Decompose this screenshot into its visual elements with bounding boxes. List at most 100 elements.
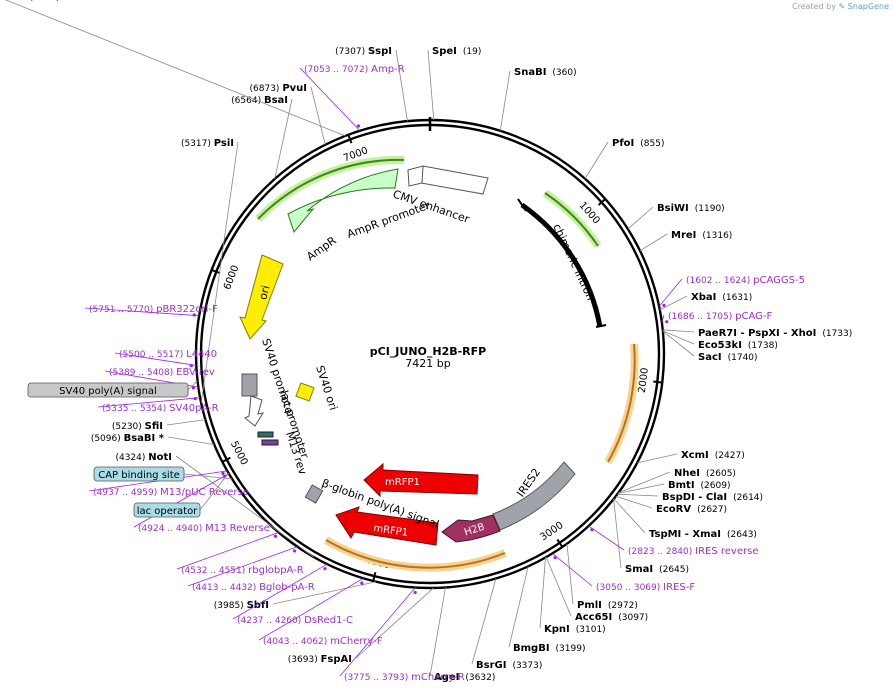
enzyme-leader (613, 498, 646, 534)
enzyme-site-label[interactable]: (5096) BsaBI * (91, 433, 165, 444)
primer-range: (5751 .. 5770) (89, 305, 156, 315)
enzyme-site-label[interactable]: PmlI(2972) (577, 600, 638, 611)
primer-label[interactable]: (4043 .. 4062) mCherry-F (263, 636, 383, 647)
enzyme-site-label[interactable]: SnaBI(360) (514, 67, 577, 78)
enzyme-site-label[interactable]: TspMI - XmaI(2643) (649, 529, 757, 540)
enzyme-name: BsiWI (657, 203, 689, 214)
snapgene-logo-icon: ✎ (838, 2, 846, 11)
enzyme-leader (274, 98, 293, 180)
enzyme-name: BsaI (264, 95, 288, 106)
enzyme-site-label[interactable]: (6564) BsaI (231, 95, 288, 106)
enzyme-site-label[interactable]: KpnI(3101) (544, 624, 606, 635)
enzyme-position: (360) (552, 68, 576, 78)
enzyme-position: (2605) (706, 469, 736, 479)
boxed-feature-label[interactable]: SV40 poly(A) signal (59, 386, 157, 397)
plasmid-name: pCI_JUNO_H2B-RFP (370, 345, 486, 358)
enzyme-site-label[interactable]: EcoRV(2627) (656, 504, 727, 515)
enzyme-leader (627, 206, 654, 230)
enzyme-site-label[interactable]: (4324) NotI (115, 452, 172, 463)
enzyme-site-label[interactable]: BmtI(2609) (668, 480, 730, 491)
enzyme-site-label[interactable]: PfoI(855) (612, 138, 664, 149)
created-by-text: Created by (791, 2, 836, 11)
primer-site-mark (192, 313, 196, 317)
enzyme-site-label[interactable]: (3985) SbfI (214, 600, 269, 611)
tick-mark (556, 538, 564, 548)
enzyme-leader (618, 471, 671, 494)
enzyme-position: (4324) (115, 453, 148, 463)
enzyme-site-label[interactable]: SacI(1740) (698, 352, 758, 363)
enzyme-site-label[interactable]: MreI(1316) (671, 230, 732, 241)
enzyme-leader (617, 483, 665, 494)
boxed-label-bg (133, 502, 201, 518)
enzyme-site-label[interactable]: (7307) SspI (335, 46, 392, 57)
primer-label[interactable]: (4937 .. 4959) M13/pUC Reverse (93, 487, 249, 498)
enzyme-name: BmtI (668, 480, 695, 491)
enzyme-site-label[interactable]: (6873) PvuI (250, 83, 307, 94)
primer-label[interactable]: (3775 .. 3793) mCherry-R (344, 672, 465, 683)
primer-label[interactable]: (4413 .. 4432) Bglob-pA-R (192, 582, 315, 593)
enzyme-site-label[interactable]: BmgBI(3199) (513, 643, 585, 654)
ori-label: ori (256, 284, 272, 301)
enzyme-site-label[interactable]: BsiWI(1190) (657, 203, 725, 214)
tick-mark (347, 134, 353, 144)
enzyme-site-label[interactable]: NheI (2605) (674, 468, 736, 479)
enzyme-site-label[interactable]: ScaI(6983) (0, 0, 60, 3)
primer-range: (1602 .. 1624) (686, 276, 753, 286)
enzyme-leader (662, 330, 695, 345)
enzyme-site-label[interactable]: (5230) SfiI (112, 421, 163, 432)
amp-r-promoter-feature (407, 165, 424, 187)
primer-label[interactable]: (2823 .. 2840) IRES reverse (628, 546, 758, 557)
primer-label[interactable]: (5389 .. 5408) EBV-rev (109, 367, 215, 378)
primer-label[interactable]: (5500 .. 5517) L4440 (119, 349, 217, 360)
primer-label[interactable]: (1686 .. 1705) pCAG-F (668, 311, 772, 322)
enzyme-leader (471, 578, 497, 665)
enzyme-leader (639, 233, 668, 252)
primer-site-mark (413, 590, 417, 595)
boxed-feature-label[interactable]: CAP binding site (98, 470, 180, 481)
enzyme-site-label[interactable]: SpeI(19) (432, 46, 481, 57)
primer-leader (661, 314, 665, 323)
primer-leader (339, 587, 416, 677)
enzyme-name: BsrGI (476, 660, 506, 671)
primer-label[interactable]: (5751 .. 5770) pBR322ori-F (89, 304, 218, 315)
enzyme-site-label[interactable]: XbaI(1631) (691, 292, 752, 303)
enzyme-position: (1740) (728, 353, 758, 363)
enzyme-site-label[interactable]: SmaI(2645) (625, 564, 689, 575)
primer-label[interactable]: (5335 .. 5354) SV40pA-R (102, 403, 219, 414)
enzyme-position: (1631) (722, 293, 752, 303)
enzyme-site-label[interactable]: AgeI(3632) (434, 672, 495, 683)
enzyme-site-label[interactable]: Acc65I(3097) (575, 612, 648, 623)
enzyme-site-label[interactable]: (3693) FspAI (288, 654, 352, 665)
enzyme-position: (3097) (618, 613, 648, 623)
enzyme-site-label[interactable]: Eco53kI(1738) (698, 340, 778, 351)
primer-name: M13/pUC Reverse (160, 487, 249, 498)
primer-site-mark (221, 471, 225, 475)
enzyme-leader (545, 556, 572, 617)
boxed-label-bg (93, 466, 185, 482)
enzyme-name: FspAI (321, 654, 352, 665)
primer-name: pBR322ori-F (156, 304, 218, 315)
primer-label[interactable]: (7053 .. 7072) Amp-R (304, 64, 405, 75)
primer-name: IRES-F (663, 582, 695, 593)
enzyme-site-label[interactable]: BspDI - ClaI(2614) (662, 492, 763, 503)
primer-label[interactable]: (3050 .. 3069) IRES-F (596, 582, 695, 593)
primer-site-mark (662, 303, 666, 307)
enzyme-name: NheI (674, 468, 700, 479)
enzyme-position: (19) (463, 47, 481, 57)
primer-label[interactable]: (4532 .. 4551) rbglobpA-R (181, 565, 304, 576)
primer-label[interactable]: (1602 .. 1624) pCAGGS-5 (686, 275, 805, 286)
boxed-feature-label[interactable]: lac operator (137, 506, 198, 517)
enzyme-leader (429, 587, 446, 677)
enzyme-site-label[interactable]: XcmI(2427) (681, 450, 745, 461)
primer-leader (187, 546, 298, 587)
enzyme-site-label[interactable]: PaeR7I - PspXI - XhoI(1733) (698, 328, 852, 339)
primer-label[interactable]: (4924 .. 4940) M13 Reverse (138, 523, 270, 534)
enzyme-site-label[interactable]: (5317) PsiI (181, 138, 234, 149)
enzyme-position: (3632) (465, 673, 495, 683)
primer-label[interactable]: (4237 .. 4260) DsRed1-C (237, 615, 353, 626)
enzyme-leader (584, 141, 609, 179)
enzyme-site-label[interactable]: BsrGI(3373) (476, 660, 542, 671)
primer-leader (658, 278, 683, 307)
